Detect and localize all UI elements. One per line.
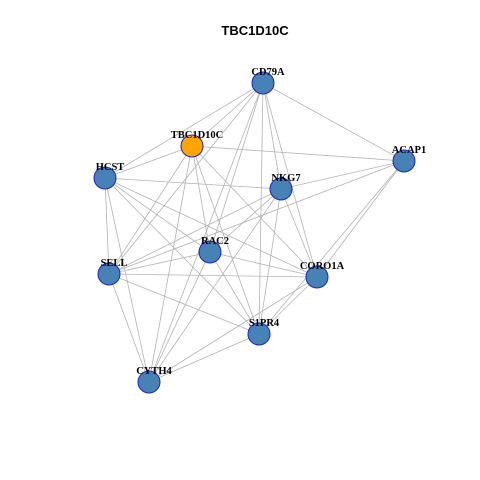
- edge-rac2-sell: [108, 251, 211, 275]
- node-label-rac2: RAC2: [201, 236, 229, 247]
- node-label-coro1a: CORO1A: [300, 261, 345, 272]
- node-label-hcst: HCST: [96, 162, 125, 173]
- node-label-s1pr4: S1PR4: [249, 318, 280, 329]
- edge-sell-coro1a: [108, 273, 318, 278]
- edge-nkg7-coro1a: [280, 188, 318, 278]
- node-sell: SELL: [97, 258, 128, 286]
- node-label-cyth4: CYTH4: [136, 366, 172, 377]
- edge-hcst-rac2: [104, 177, 211, 253]
- node-circle-coro1a: [305, 265, 329, 289]
- edge-hcst-coro1a: [104, 177, 318, 278]
- node-cd79a: CD79A: [251, 67, 285, 95]
- edge-tbc1d10c-hcst: [104, 145, 193, 179]
- node-rac2: RAC2: [198, 236, 229, 264]
- node-circle-nkg7: [269, 177, 293, 201]
- edge-hcst-s1pr4: [104, 177, 260, 335]
- edge-rac2-coro1a: [209, 251, 318, 278]
- edge-cd79a-cyth4: [148, 82, 264, 383]
- edge-nkg7-sell: [108, 188, 282, 275]
- edge-acap1-coro1a: [316, 160, 405, 278]
- node-label-tbc1d10c: TBC1D10C: [171, 130, 224, 141]
- edge-coro1a-cyth4: [148, 276, 318, 383]
- edge-tbc1d10c-s1pr4: [191, 145, 260, 335]
- edge-cd79a-s1pr4: [258, 82, 264, 335]
- edge-acap1-s1pr4: [258, 160, 405, 335]
- edge-sell-s1pr4: [108, 273, 260, 335]
- node-circle-cd79a: [251, 71, 275, 95]
- node-nkg7: NKG7: [269, 173, 301, 201]
- edge-acap1-sell: [108, 160, 405, 275]
- node-label-cd79a: CD79A: [251, 67, 285, 78]
- node-cyth4: CYTH4: [136, 366, 173, 394]
- edge-tbc1d10c-acap1: [191, 145, 405, 162]
- node-circle-sell: [97, 262, 121, 286]
- edge-tbc1d10c-rac2: [191, 145, 211, 253]
- node-tbc1d10c: TBC1D10C: [171, 130, 224, 158]
- edge-acap1-nkg7: [280, 160, 405, 190]
- node-acap1: ACAP1: [392, 145, 426, 173]
- diagram-title: TBC1D10C: [221, 23, 289, 38]
- edge-cd79a-rac2: [209, 82, 264, 253]
- edge-nkg7-cyth4: [148, 188, 282, 383]
- edge-cd79a-coro1a: [262, 82, 318, 278]
- node-s1pr4: S1PR4: [247, 318, 280, 346]
- node-hcst: HCST: [93, 162, 125, 190]
- edge-coro1a-s1pr4: [258, 276, 318, 335]
- edge-hcst-sell: [104, 177, 110, 275]
- node-label-sell: SELL: [101, 258, 128, 269]
- edge-rac2-cyth4: [148, 251, 211, 383]
- edge-tbc1d10c-cyth4: [148, 145, 193, 383]
- edge-cd79a-acap1: [262, 82, 405, 162]
- node-label-nkg7: NKG7: [271, 173, 300, 184]
- node-circle-tbc1d10c: [180, 134, 204, 158]
- edge-cd79a-hcst: [104, 82, 264, 179]
- edge-hcst-nkg7: [104, 177, 282, 190]
- edge-cd79a-nkg7: [262, 82, 282, 190]
- edge-cd79a-tbc1d10c: [191, 82, 264, 147]
- edge-nkg7-s1pr4: [258, 188, 282, 335]
- node-circle-hcst: [93, 166, 117, 190]
- node-circle-rac2: [198, 240, 222, 264]
- edge-sell-cyth4: [108, 273, 150, 383]
- node-circle-acap1: [392, 149, 416, 173]
- edges-layer: [104, 82, 405, 383]
- node-circle-cyth4: [137, 370, 161, 394]
- node-coro1a: CORO1A: [300, 261, 345, 289]
- edge-tbc1d10c-coro1a: [191, 145, 318, 278]
- edge-hcst-cyth4: [104, 177, 150, 383]
- edge-rac2-s1pr4: [209, 251, 260, 335]
- edge-s1pr4-cyth4: [148, 333, 260, 383]
- edge-nkg7-rac2: [209, 188, 282, 253]
- node-circle-s1pr4: [247, 322, 271, 346]
- node-label-acap1: ACAP1: [392, 145, 426, 156]
